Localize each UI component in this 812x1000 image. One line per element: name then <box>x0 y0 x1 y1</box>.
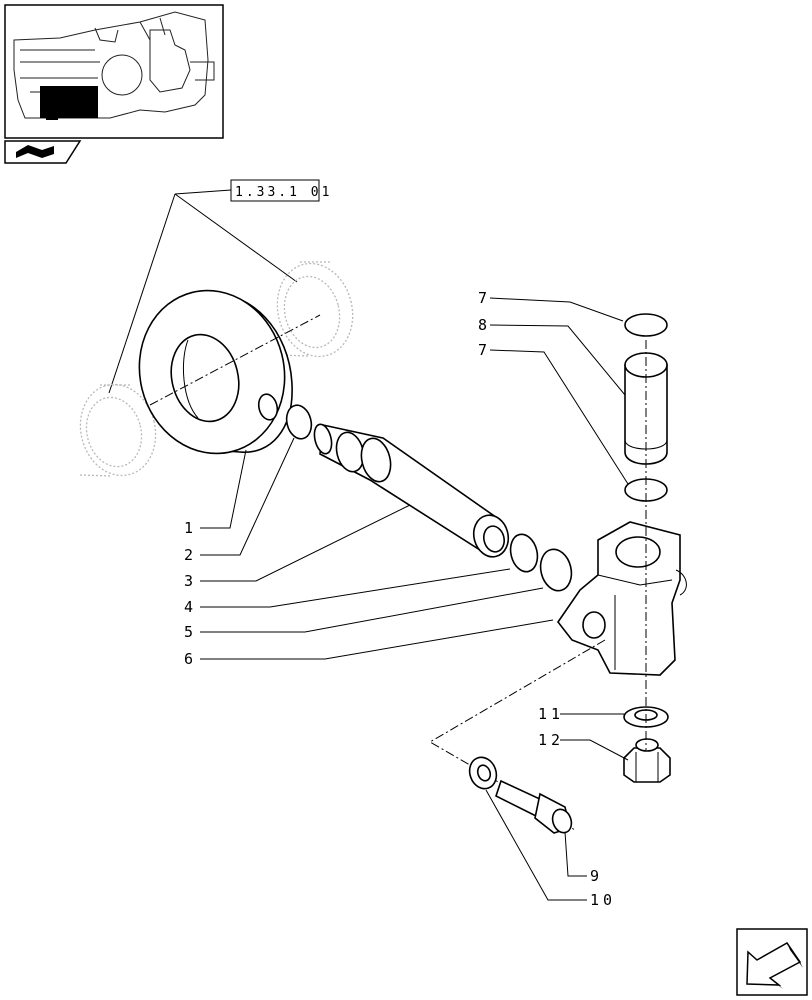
callout-8[interactable]: 8 <box>478 316 491 334</box>
part-o-ring-7-upper[interactable] <box>624 313 668 337</box>
callout-7-lower[interactable]: 7 <box>478 341 491 359</box>
part-o-ring-4[interactable] <box>507 531 541 574</box>
part-bracket[interactable] <box>557 521 687 676</box>
callout-4[interactable]: 4 <box>184 598 197 616</box>
callout-7-upper[interactable]: 7 <box>478 289 491 307</box>
callout-12[interactable]: 12 <box>538 731 564 749</box>
assembly-locator-thumbnail[interactable] <box>4 4 224 139</box>
reference-leader-lines <box>108 189 298 394</box>
callout-leaders <box>200 297 629 901</box>
part-o-ring-2[interactable] <box>283 403 315 442</box>
callout-6[interactable]: 6 <box>184 650 197 668</box>
callout-3[interactable]: 3 <box>184 572 197 590</box>
callout-10[interactable]: 10 <box>590 891 616 909</box>
callout-5[interactable]: 5 <box>184 623 197 641</box>
part-eccentric-ring[interactable] <box>122 275 301 469</box>
callout-1[interactable]: 1 <box>184 519 197 537</box>
bearing-ghost-lower <box>79 383 157 477</box>
reference-box[interactable]: 1.33.1 01 <box>230 179 332 202</box>
part-pin[interactable] <box>312 423 513 561</box>
callout-9[interactable]: 9 <box>590 867 603 885</box>
part-washer-10[interactable] <box>465 754 500 793</box>
callout-11[interactable]: 11 <box>538 705 564 723</box>
callout-2[interactable]: 2 <box>184 546 197 564</box>
previous-page-arrow-icon[interactable] <box>736 928 808 996</box>
part-plug-12[interactable] <box>623 738 671 783</box>
callout-labels: 1 2 3 4 5 6 7 8 7 11 12 9 10 <box>184 289 616 909</box>
centerline-ring <box>149 314 321 406</box>
catalog-book-icon[interactable] <box>4 140 82 164</box>
part-bolt-9[interactable] <box>495 779 575 835</box>
reference-box-label: 1.33.1 01 <box>235 185 332 200</box>
part-o-ring-5[interactable] <box>536 546 575 594</box>
